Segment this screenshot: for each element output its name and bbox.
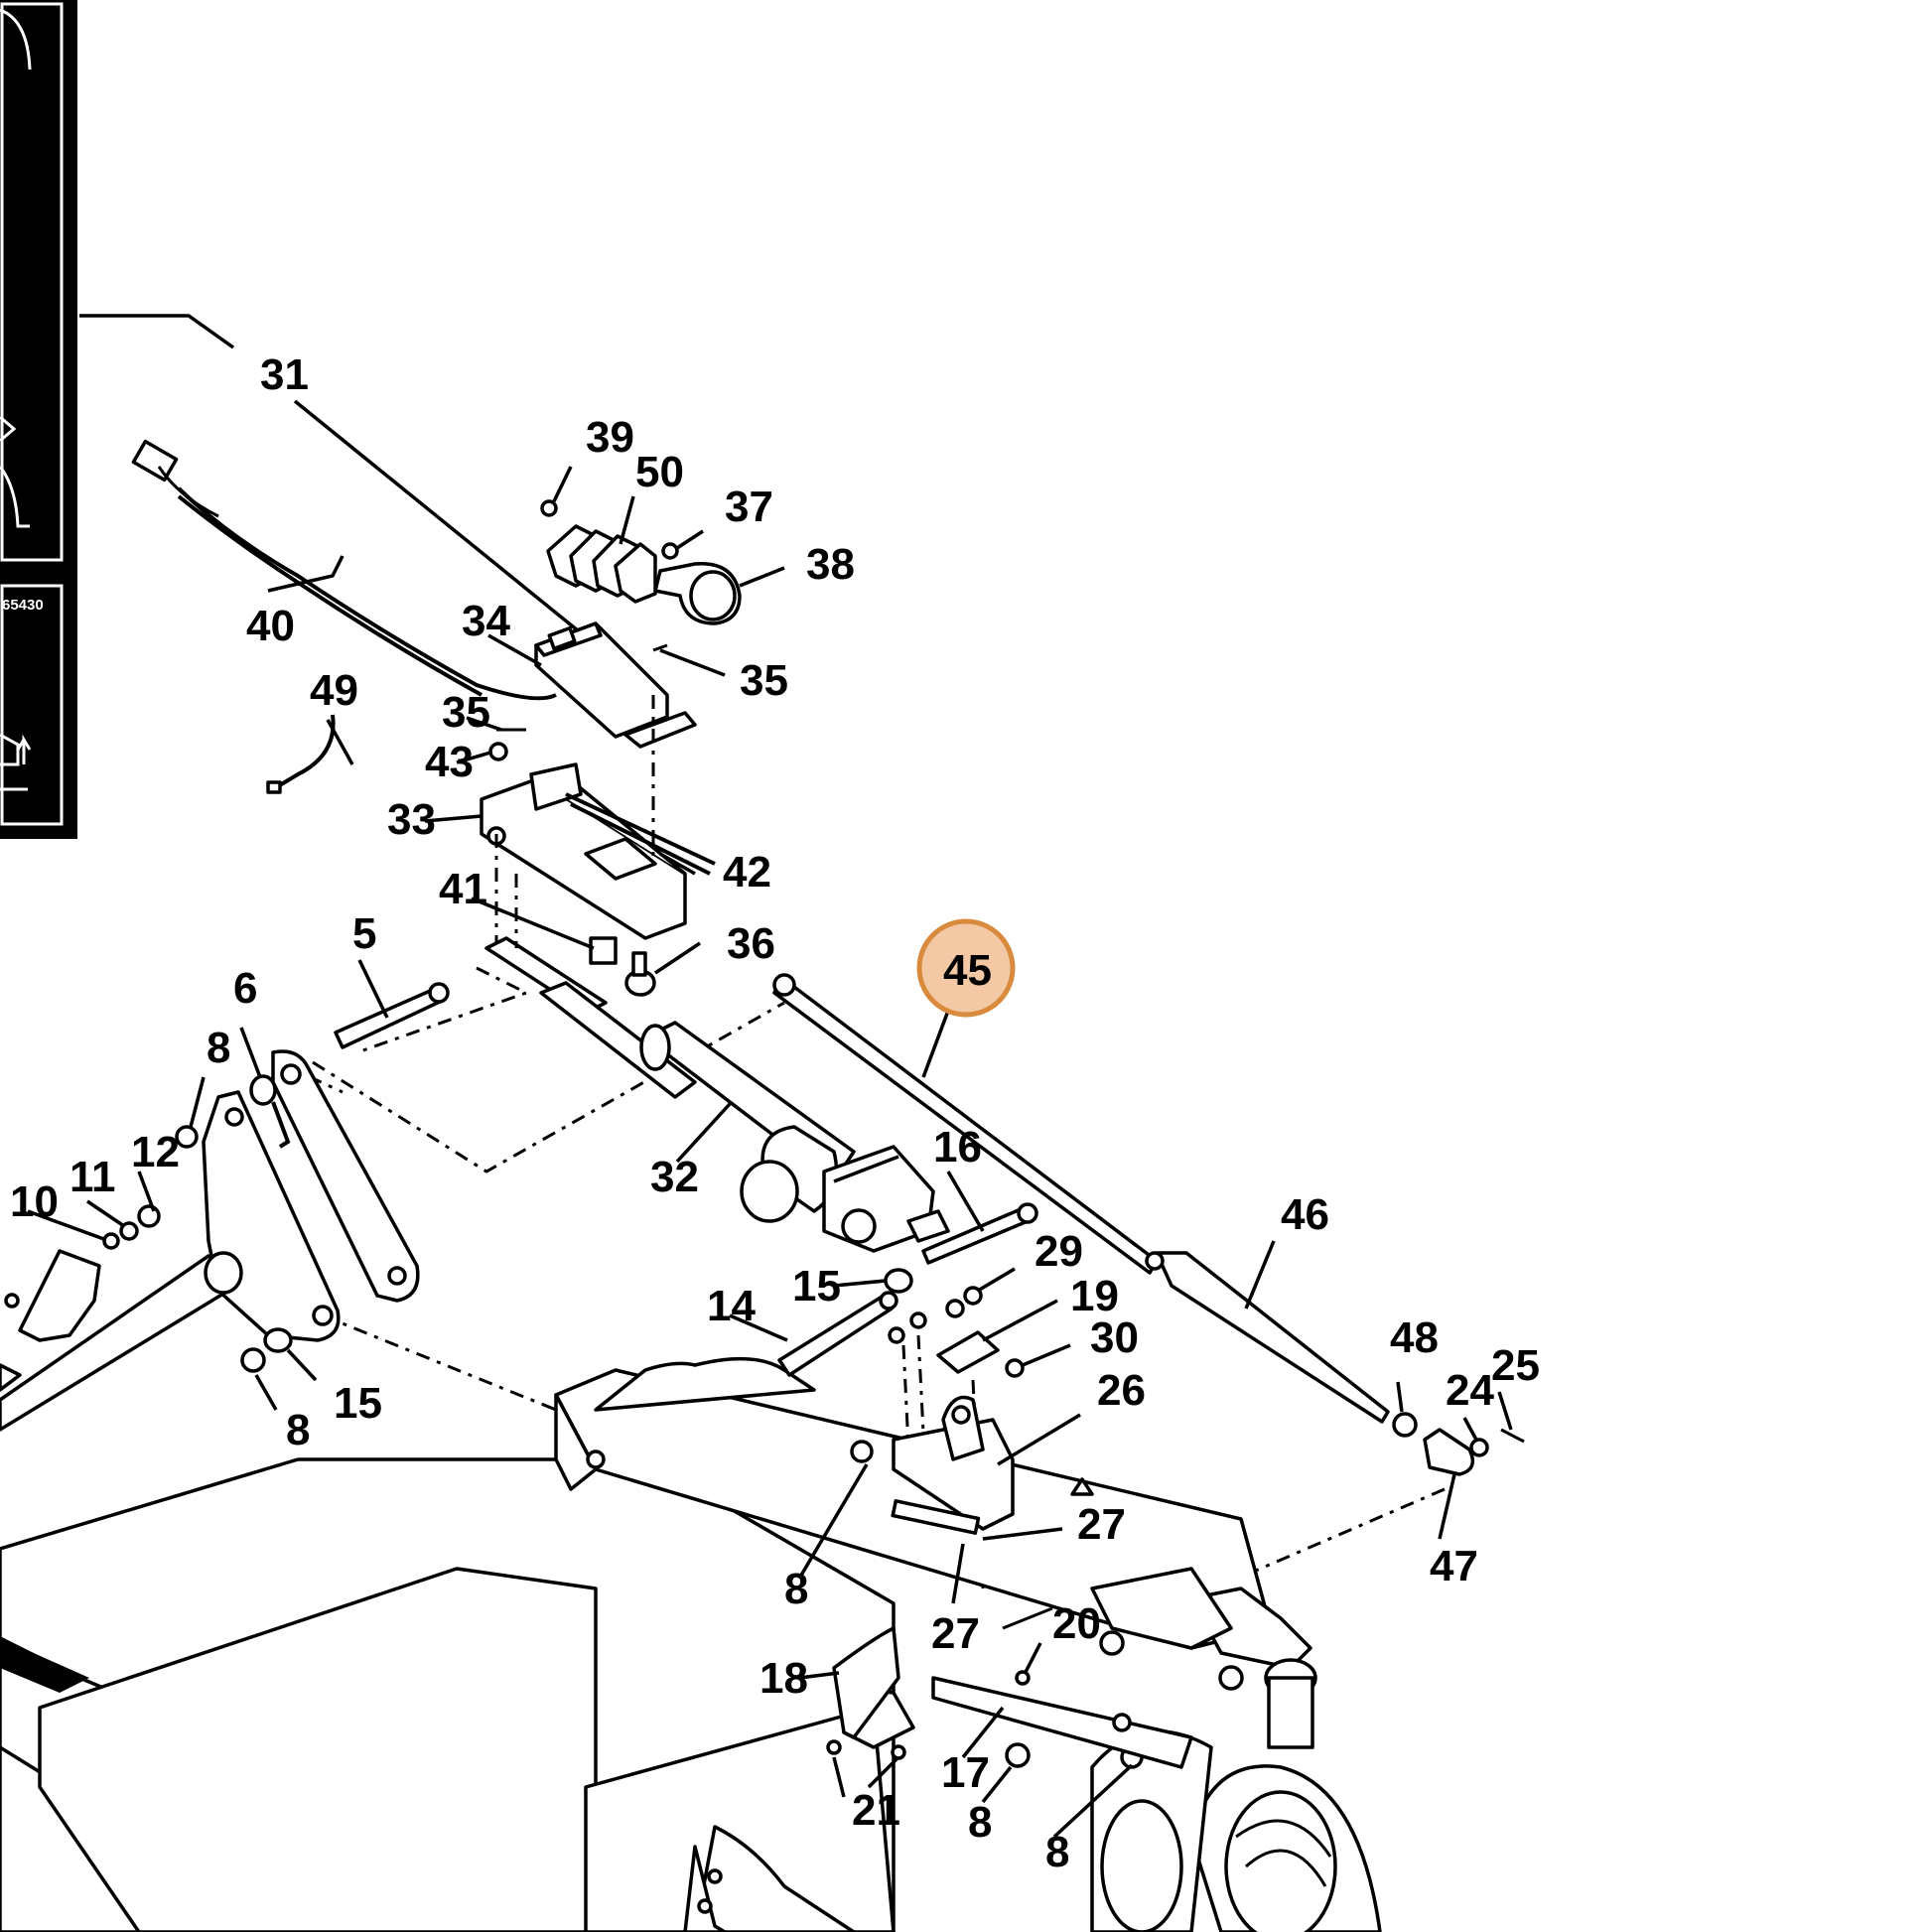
- callout-c21: 21: [852, 1786, 900, 1835]
- callout-c49: 49: [310, 666, 358, 715]
- gauge-wheel: [832, 1567, 1382, 1932]
- highlight-label: 45: [943, 946, 992, 995]
- callout-c26: 26: [1097, 1366, 1146, 1415]
- callout-c20: 20: [1052, 1599, 1101, 1648]
- callout-c50: 50: [635, 448, 684, 496]
- callout-c11: 11: [69, 1153, 116, 1201]
- callout-c15a: 15: [792, 1262, 841, 1311]
- callout-c12: 12: [131, 1128, 180, 1176]
- callout-c38: 38: [806, 540, 855, 589]
- callout-c43: 43: [425, 738, 474, 786]
- fin-clamp: [546, 495, 657, 604]
- callout-c6: 6: [233, 964, 257, 1013]
- p-clamp: [653, 562, 785, 625]
- support-rod: [772, 973, 1390, 1424]
- callout-c34: 34: [462, 597, 510, 645]
- callout-c25: 25: [1491, 1341, 1540, 1390]
- callout-c8c: 8: [784, 1565, 808, 1613]
- callout-c8a: 8: [207, 1024, 230, 1072]
- callout-c8d: 8: [968, 1798, 992, 1847]
- callout-c46: 46: [1281, 1190, 1329, 1239]
- callout-c27a: 27: [1077, 1500, 1126, 1549]
- callout-c8b: 8: [286, 1406, 310, 1454]
- lift-plates: [202, 1027, 420, 1342]
- callout-c8e: 8: [1045, 1828, 1069, 1876]
- callout-c14: 14: [707, 1282, 756, 1330]
- callout-c42: 42: [723, 848, 771, 897]
- callout-c35b: 35: [442, 688, 490, 737]
- callout-c48: 48: [1390, 1313, 1439, 1362]
- callout-c18: 18: [759, 1654, 808, 1703]
- highlight-callout[interactable]: 45: [916, 918, 1016, 1018]
- callout-c40: 40: [246, 602, 295, 650]
- callout-c37: 37: [725, 483, 773, 531]
- callout-c33: 33: [387, 795, 436, 844]
- left-deck-arm: [0, 1249, 243, 1432]
- callout-c31: 31: [260, 350, 309, 399]
- controller-box: [487, 621, 697, 749]
- actuator-bracket: [424, 762, 716, 940]
- callout-c5: 5: [352, 909, 376, 958]
- callout-c41: 41: [439, 865, 487, 913]
- callout-c15b: 15: [334, 1379, 382, 1428]
- callout-c17: 17: [941, 1748, 990, 1797]
- callout-c32: 32: [650, 1153, 699, 1201]
- callout-c29: 29: [1035, 1227, 1083, 1276]
- decal-panel: 65430: [0, 0, 77, 839]
- callout-c16: 16: [933, 1123, 982, 1172]
- callout-c10: 10: [10, 1177, 59, 1226]
- mower-deck: [0, 1356, 1273, 1932]
- callout-c27b: 27: [931, 1609, 980, 1658]
- callout-c19: 19: [1070, 1272, 1119, 1320]
- decal-code: 65430: [2, 597, 44, 614]
- pivot-bracket: [891, 1395, 1081, 1535]
- callout-c35a: 35: [740, 656, 788, 705]
- callout-c24: 24: [1446, 1366, 1494, 1415]
- linear-actuator: [539, 981, 950, 1253]
- wire-harness: [131, 439, 557, 701]
- callout-c36: 36: [727, 919, 775, 968]
- callout-c39: 39: [586, 413, 634, 462]
- callout-c47: 47: [1430, 1542, 1478, 1590]
- callout-c30: 30: [1090, 1313, 1139, 1362]
